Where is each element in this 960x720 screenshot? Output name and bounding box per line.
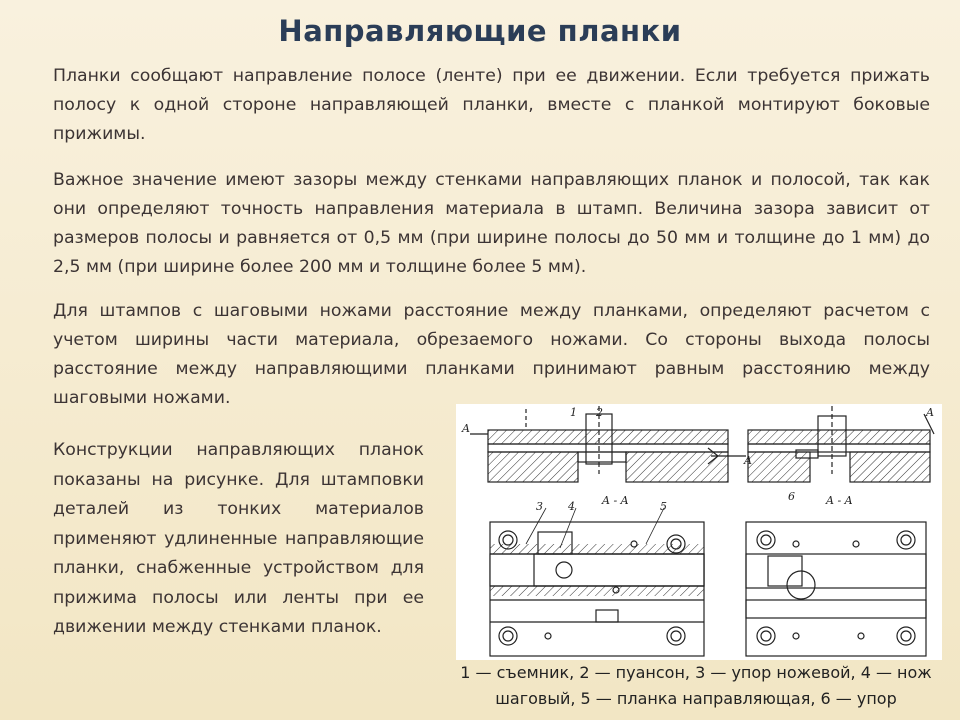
slide-title: Направляющие планки	[278, 14, 682, 48]
label-5: 5	[660, 500, 667, 513]
label-a-right: A	[743, 454, 752, 467]
section-label-right: A - A	[825, 494, 853, 507]
right-plan-view	[745, 521, 927, 657]
left-section-view	[470, 406, 746, 483]
figure-caption: 1 — съемник, 2 — пуансон, 3 — упор ножев…	[460, 663, 932, 708]
label-1: 1	[570, 406, 577, 419]
section-label-left: A - A	[601, 494, 629, 507]
paragraph-gaps: Важное значение имеют зазоры между стенк…	[53, 170, 930, 277]
label-a-left: A	[461, 422, 470, 435]
paragraph-step-knives: Для штампов с шаговыми ножами расстояние…	[53, 301, 930, 408]
paragraph-constructions: Конструкции направляющих планок показаны…	[53, 440, 424, 637]
guide-plates-drawing: A A A 1 2 3 4 5 6 A - A A - A	[456, 404, 942, 660]
label-6: 6	[788, 490, 795, 503]
label-2: 2	[595, 406, 603, 419]
left-plan-view	[489, 507, 705, 657]
label-4: 4	[567, 500, 575, 513]
right-section-view	[747, 406, 935, 483]
technical-drawing-svg: A A A 1 2 3 4 5 6 A - A A - A	[461, 406, 935, 657]
label-a-right-2: A	[925, 406, 934, 419]
label-3: 3	[536, 500, 543, 513]
paragraph-intro: Планки сообщают направление полосе (лент…	[53, 66, 930, 144]
